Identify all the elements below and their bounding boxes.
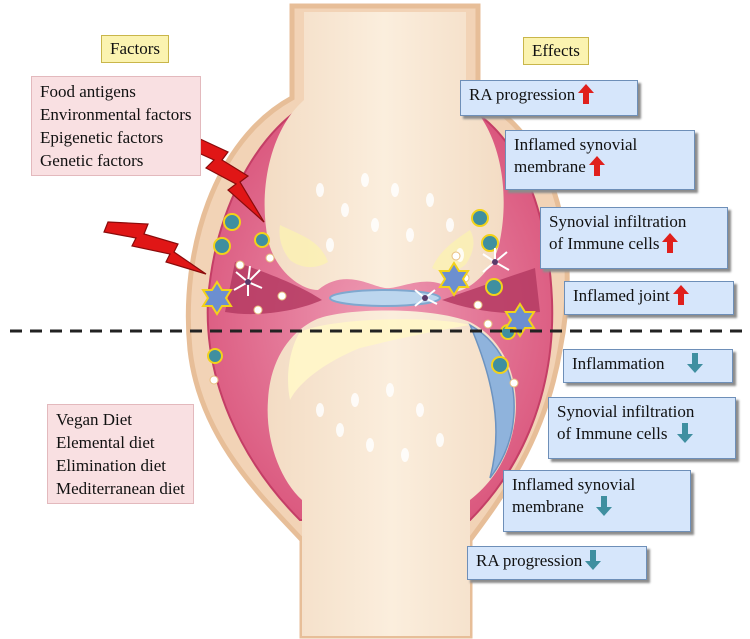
effect-ra-progression-down: RA progression (467, 546, 647, 580)
effect-immune-infiltration-down: Synovial infiltration of Immune cells (548, 397, 736, 459)
risk-factor-item: Genetic factors (40, 149, 192, 172)
effect-label: RA progression (476, 551, 582, 570)
effect-label: membrane (514, 157, 586, 176)
effect-immune-infiltration-up: Synovial infiltration of Immune cells (540, 207, 728, 269)
effect-label: Inflamed synovial (512, 474, 682, 496)
down-arrow-icon (596, 496, 612, 516)
risk-factors-box: Food antigens Environmental factors Epig… (31, 76, 201, 176)
up-arrow-icon (662, 233, 678, 253)
effect-label: RA progression (469, 85, 575, 104)
effect-label: of Immune cells (557, 424, 667, 443)
effect-label: Inflamed synovial (514, 134, 686, 156)
effect-label: membrane (512, 497, 584, 516)
diet-item: Elemental diet (56, 431, 185, 454)
risk-factor-item: Epigenetic factors (40, 126, 192, 149)
lightning-bolt-icon (104, 222, 206, 274)
effect-label: Synovial infiltration (557, 401, 727, 423)
effect-inflamed-membrane-down: Inflamed synovial membrane (503, 470, 691, 532)
effect-ra-progression-up: RA progression (460, 80, 638, 116)
down-arrow-icon (687, 353, 703, 373)
diet-item: Mediterranean diet (56, 477, 185, 500)
diets-box: Vegan Diet Elemental diet Elimination di… (47, 404, 194, 504)
up-arrow-icon (673, 285, 689, 305)
risk-factor-item: Food antigens (40, 80, 192, 103)
effect-label: Inflamed joint (573, 286, 670, 305)
effect-inflamed-membrane-up: Inflamed synovial membrane (505, 130, 695, 190)
up-arrow-icon (578, 84, 594, 104)
down-arrow-icon (677, 423, 693, 443)
effect-label: Inflammation (572, 354, 665, 373)
effect-inflammation-down: Inflammation (563, 349, 733, 383)
effect-label: Synovial infiltration (549, 211, 719, 233)
effects-header: Effects (523, 37, 589, 65)
down-arrow-icon (585, 550, 601, 570)
diet-item: Elimination diet (56, 454, 185, 477)
effect-label: of Immune cells (549, 234, 659, 253)
factors-header: Factors (101, 35, 169, 63)
risk-factor-item: Environmental factors (40, 103, 192, 126)
diet-item: Vegan Diet (56, 408, 185, 431)
up-arrow-icon (589, 156, 605, 176)
effect-inflamed-joint-up: Inflamed joint (564, 281, 734, 315)
